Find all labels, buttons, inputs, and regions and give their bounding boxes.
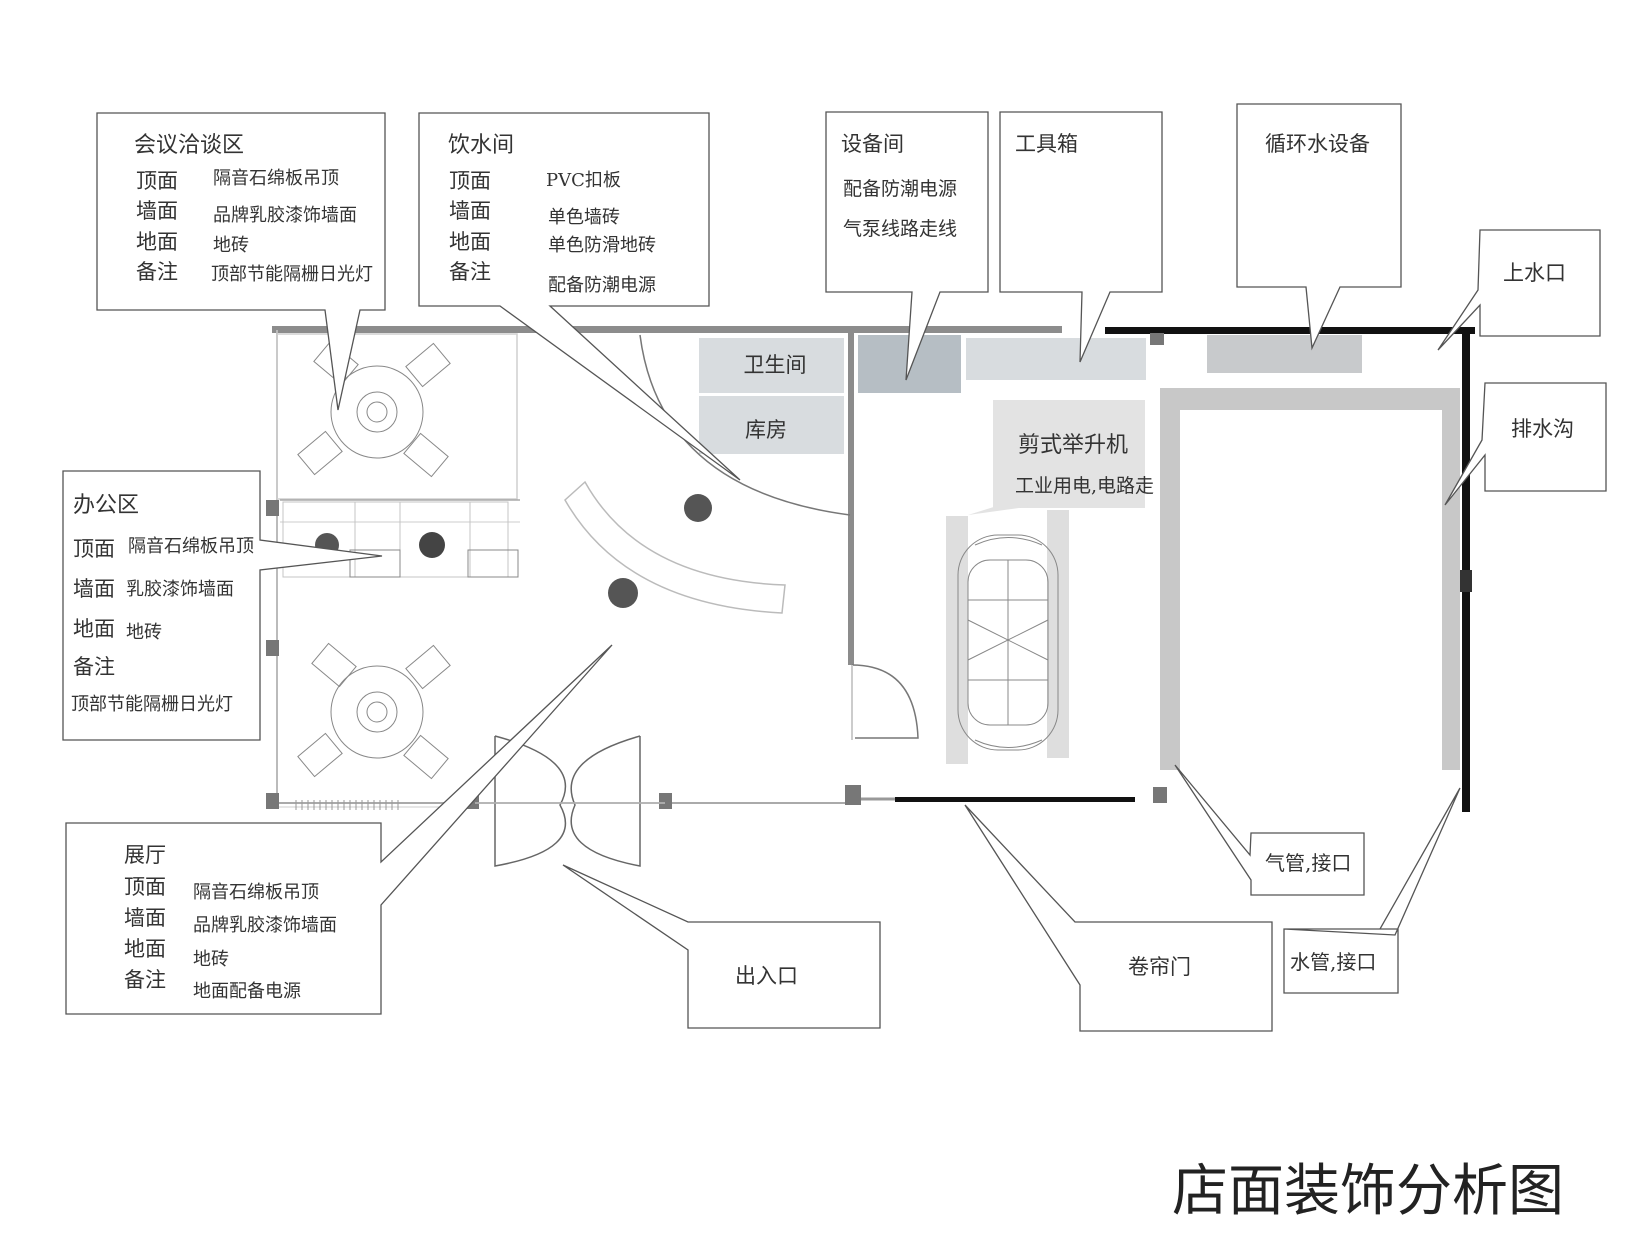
showroom-v0: 隔音石绵板吊顶 [193,882,319,903]
wall-right [1462,327,1470,812]
showroom-v1: 品牌乳胶漆饰墙面 [193,915,337,936]
water-v0: PVC扣板 [546,170,621,191]
meeting-title: 会议洽谈区 [134,133,244,158]
meeting-k0: 顶面 [136,169,178,193]
callout-rolling-door: 卷帘门 [964,804,1273,1032]
meeting-k1: 墙面 [136,199,178,223]
water-title: 饮水间 [448,133,514,158]
entrance-title: 出入口 [735,964,798,988]
water-k0: 顶面 [449,169,491,193]
storage-block [699,396,844,454]
showroom-title: 展厅 [124,843,166,867]
equipment-title: 设备间 [841,132,904,156]
callout-water-room: 饮水间 顶面 PVC扣板 墙面 单色墙砖 地面 单色防滑地砖 备注 配备防潮电源 [418,112,741,481]
meeting-table-bottom [297,642,451,780]
water-inlet-title: 上水口 [1503,261,1566,285]
lift-line: 工业用电,电路走 [1015,475,1154,497]
office-k0: 顶面 [73,537,115,561]
water-pipe-title: 水管,接口 [1290,950,1376,974]
drawing-title: 店面装饰分析图 [1172,1159,1564,1224]
meeting-k3: 备注 [136,260,178,284]
callout-toolbox: 工具箱 [999,111,1163,363]
circulating-water-block [1207,335,1362,373]
entrance-doors [475,735,665,867]
office-k1: 墙面 [73,577,115,601]
callout-water-pipe: 水管,接口 [1283,787,1461,994]
meeting-v1: 品牌乳胶漆饰墙面 [213,205,357,226]
office-k2: 地面 [73,617,115,641]
office-k3: 备注 [73,655,115,679]
wall-top-left [272,326,1062,333]
wall-top-right [1105,327,1475,334]
meeting-v0: 隔音石绵板吊顶 [213,168,339,189]
meeting-table-top [297,340,451,478]
storage-label: 库房 [745,418,787,442]
showroom-v2: 地砖 [193,949,229,970]
drain-channels [1160,388,1460,770]
air-pipe-title: 气管,接口 [1265,851,1351,875]
callout-showroom: 展厅 顶面 隔音石绵板吊顶 墙面 品牌乳胶漆饰墙面 地面 地砖 备注 地面配备电… [65,644,613,1015]
callout-entrance: 出入口 [562,864,881,1029]
water-v2: 单色防滑地砖 [548,235,656,256]
showroom-k3: 备注 [124,968,166,992]
service-rooms: 卫生间 库房 [699,335,1362,454]
meeting-k2: 地面 [136,230,178,254]
callout-equipment: 设备间 配备防潮电源 气泵线路走线 [825,111,989,381]
door-arc-garage [851,664,919,739]
reception-counter [564,480,786,614]
lift-platform-left [946,516,968,764]
rolling-door-line [895,797,1135,802]
callout-circulating-water: 循环水设备 [1236,103,1402,351]
circulating-title: 循环水设备 [1265,132,1370,156]
equipment-line0: 配备防潮电源 [843,178,957,200]
wall-middle [848,330,854,665]
showroom-k2: 地面 [124,937,166,961]
showroom-v3: 地面配备电源 [193,981,301,1002]
callout-meeting: 会议洽谈区 顶面 隔音石绵板吊顶 墙面 品牌乳胶漆饰墙面 地面 地砖 备注 顶部… [96,112,386,411]
equipment-line1: 气泵线路走线 [843,218,957,240]
showroom-k0: 顶面 [124,875,166,899]
toolbox-title: 工具箱 [1015,132,1078,156]
callout-office: 办公区 顶面 隔音石绵板吊顶 墙面 乳胶漆饰墙面 地面 地砖 备注 顶部节能隔栅… [62,470,383,741]
water-k1: 墙面 [449,199,491,223]
office-v1: 乳胶漆饰墙面 [126,579,234,600]
callout-water-inlet: 上水口 [1437,229,1601,351]
office-title: 办公区 [73,493,139,518]
lift-title: 剪式举升机 [1018,433,1128,458]
door-arc-restroom [639,334,851,516]
callout-air-pipe: 气管,接口 [1174,764,1365,896]
restroom-label: 卫生间 [744,353,807,377]
meeting-v2: 地砖 [213,235,249,256]
water-k2: 地面 [449,230,491,254]
showroom-k1: 墙面 [124,906,166,930]
callout-drain: 排水沟 [1444,382,1607,506]
office-note: 顶部节能隔栅日光灯 [71,694,233,715]
restroom-block [699,338,844,393]
car-wireframe [957,534,1059,751]
office-v2: 地砖 [126,622,162,643]
water-v1: 单色墙砖 [548,207,620,228]
meeting-v3: 顶部节能隔栅日光灯 [211,264,373,285]
water-v3: 配备防潮电源 [548,275,656,296]
toolbox-block [966,338,1146,380]
drain-title: 排水沟 [1511,417,1574,441]
office-v0: 隔音石绵板吊顶 [128,536,254,557]
water-k3: 备注 [449,260,491,284]
lift-label-bg [993,400,1145,508]
rolling-door-title: 卷帘门 [1128,955,1191,979]
